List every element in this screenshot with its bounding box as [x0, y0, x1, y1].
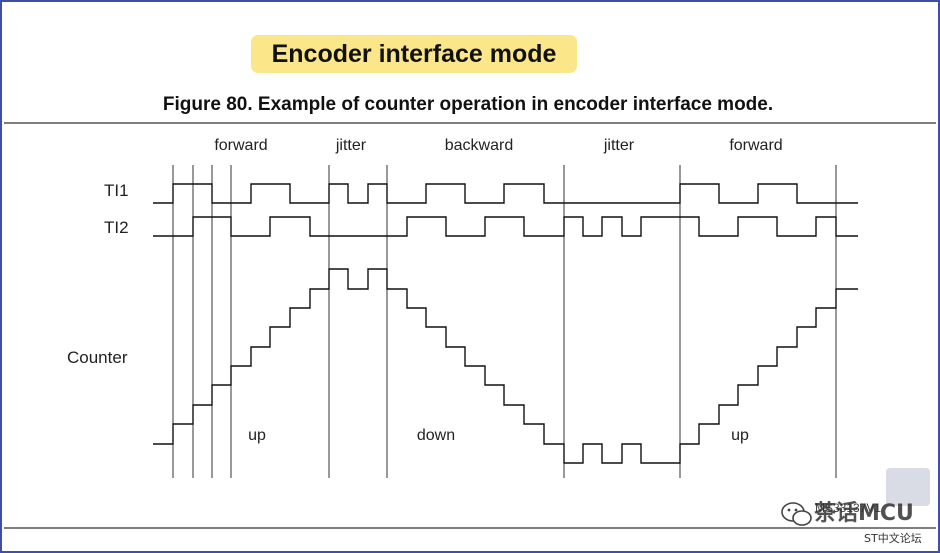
- figure-reference-id: MS33137V1: [815, 501, 881, 515]
- signal-label-ti2: TI2: [104, 218, 129, 237]
- counter-waveform: [153, 268, 858, 464]
- watermark: 茶话MCU ST中文论坛: [781, 468, 930, 545]
- phase-label-forward-1: forward: [214, 137, 267, 154]
- phase-label-backward: backward: [445, 137, 513, 154]
- phase-label-forward-2: forward: [729, 137, 782, 154]
- phase-label-jitter-1: jitter: [335, 137, 367, 154]
- wechat-icon: [781, 502, 812, 526]
- ti2-waveform: [153, 216, 858, 237]
- signal-label-counter: Counter: [67, 348, 128, 367]
- ti1-waveform: [153, 183, 858, 204]
- signal-label-ti1: TI1: [104, 181, 129, 200]
- phase-label-jitter-2: jitter: [603, 137, 635, 154]
- direction-label-up-2: up: [731, 427, 749, 444]
- watermark-name: 茶话MCU: [814, 501, 914, 526]
- section-heading: Encoder interface mode: [251, 35, 577, 73]
- direction-label-up-1: up: [248, 427, 266, 444]
- figure-title: Figure 80. Example of counter operation …: [162, 94, 774, 115]
- watermark-badge: [886, 468, 930, 506]
- section-heading-text: Encoder interface mode: [271, 40, 557, 68]
- watermark-sub: ST中文论坛: [864, 531, 922, 545]
- direction-label-down: down: [417, 427, 455, 444]
